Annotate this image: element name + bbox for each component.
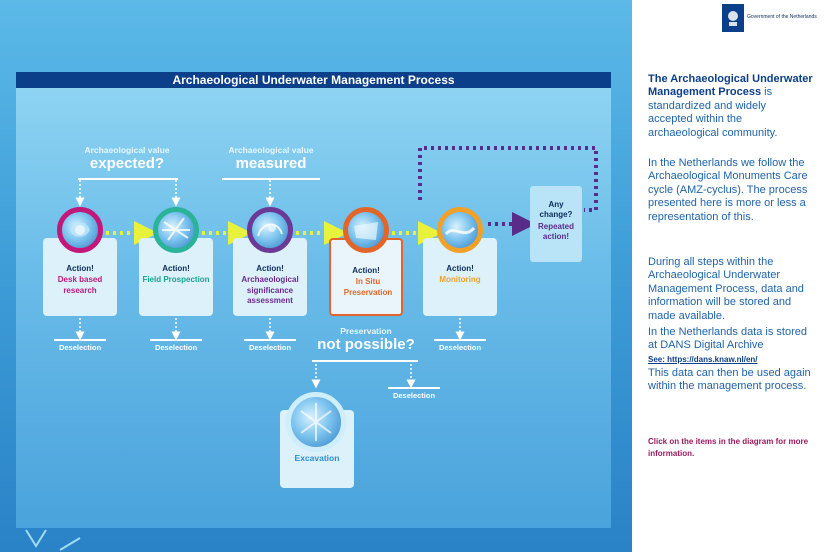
- desel-line-3: [244, 339, 296, 341]
- dans-paragraph: In the Netherlands data is stored at DAN…: [648, 326, 807, 352]
- deselection-2[interactable]: Deselection: [154, 343, 198, 352]
- step-name: Field Prospection: [142, 275, 210, 284]
- dans-link[interactable]: See: https://dans.knaw.nl/en/: [648, 355, 758, 364]
- step-action-label: Action!: [352, 266, 380, 275]
- label-expected: expected?: [89, 155, 165, 172]
- label-preservation: Preservation: [340, 326, 392, 336]
- deselection-3[interactable]: Deselection: [248, 343, 292, 352]
- excavation-icon[interactable]: [286, 392, 346, 452]
- label-archaeological-value-2: Archaeological value: [228, 145, 314, 155]
- step-action-label: Action!: [446, 264, 474, 273]
- divider-expected: [78, 178, 178, 180]
- info-sidebar: Government of the Netherlands: [632, 0, 830, 552]
- step-name: Archaeological significance assessment: [241, 275, 299, 305]
- intro-paragraph: The Archaeological Underwater Management…: [648, 73, 813, 140]
- step-action-label: Action!: [66, 264, 94, 273]
- change-line-4: action!: [542, 232, 570, 241]
- desel-line-2: [150, 339, 202, 341]
- click-note: Click on the items in the diagram for mo…: [648, 437, 809, 458]
- label-not-possible: not possible?: [317, 336, 415, 353]
- monitoring-icon[interactable]: [437, 207, 483, 253]
- reuse-paragraph: This data can then be used again within …: [648, 367, 811, 393]
- change-line-3: Repeated: [537, 222, 574, 231]
- storage-paragraph: During all steps within the Archaeologic…: [648, 256, 804, 322]
- significance-assessment-icon[interactable]: [247, 207, 293, 253]
- divider-not-possible: [312, 360, 418, 362]
- any-change-box[interactable]: Any change? Repeated action!: [530, 186, 582, 262]
- field-prospection-icon[interactable]: [153, 207, 199, 253]
- desel-line-preservation: [388, 387, 440, 389]
- in-situ-preservation-icon[interactable]: [343, 207, 389, 253]
- step-action-label: Action!: [162, 264, 190, 273]
- decorative-corner-lines: [25, 529, 81, 551]
- deselection-preservation[interactable]: Deselection: [392, 391, 436, 400]
- step-name: In Situ Preservation: [343, 277, 393, 297]
- step-action-label: Action!: [256, 264, 284, 273]
- label-archaeological-value-1: Archaeological value: [84, 145, 170, 155]
- deselection-1[interactable]: Deselection: [58, 343, 102, 352]
- intro-bold: The Archaeological Underwater Management…: [648, 73, 813, 99]
- diagram-title: Archaeological Underwater Management Pro…: [172, 73, 455, 87]
- change-line-2: change?: [539, 210, 573, 219]
- desel-line-1: [54, 339, 106, 341]
- step-name: Desk based research: [57, 275, 103, 295]
- desel-line-5: [434, 339, 486, 341]
- org-name: Government of the Netherlands: [747, 14, 817, 20]
- coat-of-arms-icon: [728, 11, 738, 26]
- deselection-5[interactable]: Deselection: [438, 343, 482, 352]
- divider-measured: [222, 178, 320, 180]
- amz-paragraph: In the Netherlands we follow the Archaeo…: [648, 157, 808, 223]
- step-name: Monitoring: [439, 275, 481, 284]
- connector-lines: [75, 146, 598, 389]
- change-line-1: Any: [548, 200, 564, 209]
- government-logo[interactable]: [722, 4, 744, 32]
- excavation-label: Excavation: [294, 453, 340, 463]
- intro-rest: is standardized and widely accepted with…: [648, 86, 778, 139]
- label-measured: measured: [235, 155, 307, 172]
- desk-research-icon[interactable]: [57, 207, 103, 253]
